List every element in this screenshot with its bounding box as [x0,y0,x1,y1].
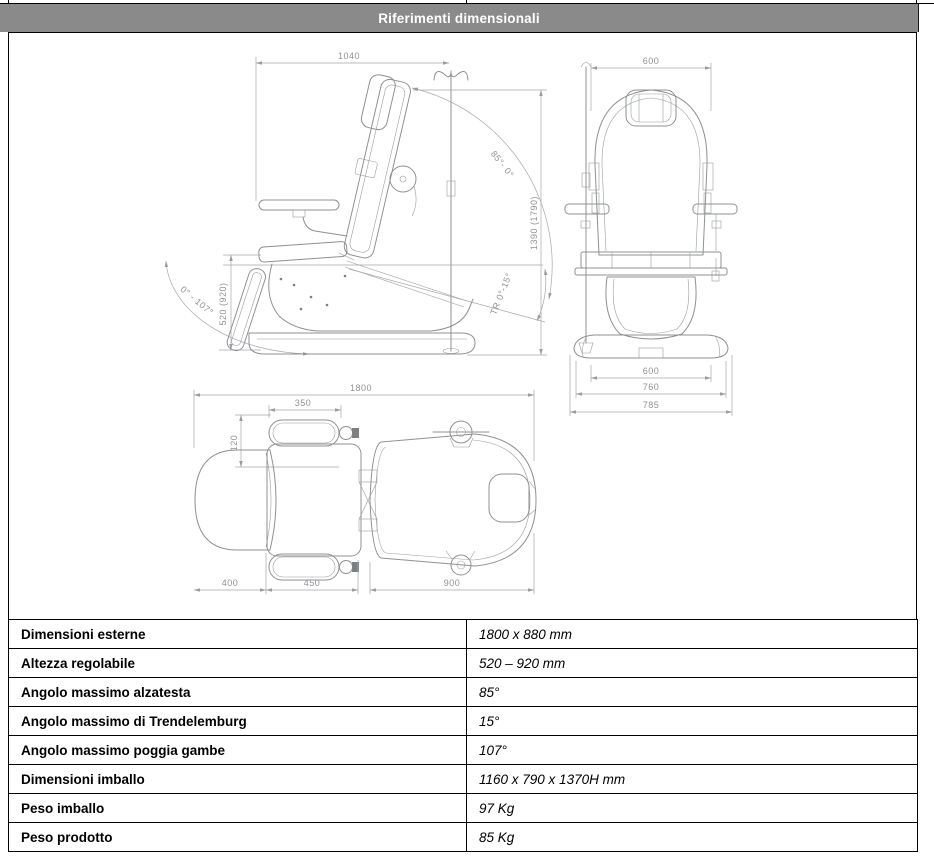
dim-label-side-height: 1390 (1790) [529,196,539,250]
dim-label-front-760: 760 [643,382,660,392]
table-row: Angolo massimo poggia gambe 107° [8,735,918,765]
table-border-tick [466,0,467,3]
technical-drawing: 1040 1390 (1790) 520 (920) 85°- 0° [164,51,738,594]
spec-value: 85° [466,677,918,707]
spec-value: 15° [466,706,918,736]
front-view-drawing: 600 [564,56,738,416]
table-row: Altezza regolabile 520 – 920 mm [8,648,918,678]
table-border-tick [916,0,917,3]
dim-label-top-900: 900 [444,578,461,588]
dim-label-top-450: 450 [304,578,321,588]
dim-label-top-1800: 1800 [350,383,372,393]
spec-value: 1160 x 790 x 1370H mm [466,764,918,794]
spec-label: Dimensioni esterne [8,619,467,649]
section-header: Riferimenti dimensionali [0,4,919,32]
table-row: Peso prodotto 85 Kg [8,822,918,852]
dim-label-side-seat-height: 520 (920) [218,282,228,325]
spec-label: Angolo massimo di Trendelemburg [8,706,467,736]
dim-label-front-785: 785 [643,400,660,410]
dim-label-top-120: 120 [229,435,239,452]
dim-label-front-600-top: 600 [643,56,660,66]
spec-value: 1800 x 880 mm [466,619,918,649]
dim-label-front-600-bottom: 600 [643,366,660,376]
table-row: Angolo massimo di Trendelemburg 15° [8,706,918,736]
side-view-drawing: 1040 1390 (1790) 520 (920) 85°- 0° [164,51,553,356]
spec-value: 85 Kg [466,822,918,852]
dim-label-top-400: 400 [222,578,239,588]
spec-label: Altezza regolabile [8,648,467,678]
dim-label-top-350: 350 [295,398,312,408]
table-row: Peso imballo 97 Kg [8,793,918,823]
section-title: Riferimenti dimensionali [378,10,540,26]
spec-label: Dimensioni imballo [8,764,467,794]
table-row: Angolo massimo alzatesta 85° [8,677,918,707]
dim-label-trendelenburg: TR 0°-15° [488,272,514,317]
table-border-tick [8,0,9,3]
previous-table-edge [0,0,934,4]
technical-drawing-box: 1040 1390 (1790) 520 (920) 85°- 0° [8,32,917,620]
table-row: Dimensioni esterne 1800 x 880 mm [8,619,918,649]
spec-label: Peso prodotto [8,822,467,852]
spec-value: 107° [466,735,918,765]
specifications-table: Dimensioni esterne 1800 x 880 mm Altezza… [8,619,918,852]
spec-label: Peso imballo [8,793,467,823]
dim-label-backrest-angle: 85°- 0° [489,149,516,180]
dim-label-legrest-angle: 0° - 107° [179,284,216,317]
spec-value: 520 – 920 mm [466,648,918,678]
top-view-drawing: 1800 350 120 [193,383,537,594]
spec-label: Angolo massimo poggia gambe [8,735,467,765]
dim-label-side-1040: 1040 [338,51,360,61]
spec-value: 97 Kg [466,793,918,823]
table-row: Dimensioni imballo 1160 x 790 x 1370H mm [8,764,918,794]
spec-label: Angolo massimo alzatesta [8,677,467,707]
